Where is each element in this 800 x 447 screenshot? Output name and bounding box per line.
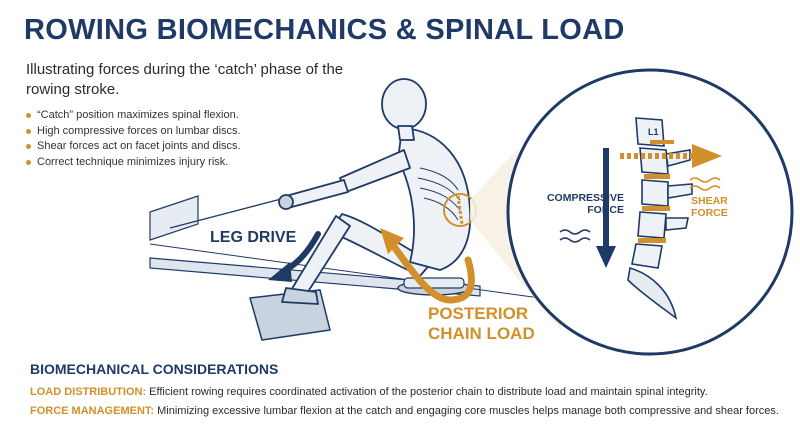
shear-arrowhead: [692, 144, 722, 168]
rib-cage: [417, 167, 461, 221]
compressive-arrowhead: [596, 246, 616, 268]
lumbar-spine-detail: [627, 117, 693, 320]
bullet-item: “Catch” position maximizes spinal flexio…: [26, 108, 241, 124]
key-points-list: “Catch” position maximizes spinal flexio…: [26, 108, 241, 170]
posterior-label-line: CHAIN LOAD: [428, 324, 535, 343]
consideration-text: Efficient rowing requires coordinated ac…: [146, 386, 708, 398]
shear-label-line: FORCE: [691, 207, 728, 219]
considerations-section: BIOMECHANICAL CONSIDERATIONS LOAD DISTRI…: [30, 361, 790, 421]
subtitle: Illustrating forces during the ‘catch’ p…: [26, 61, 344, 98]
posterior-chain-label: POSTERIOR CHAIN LOAD: [428, 304, 535, 344]
posterior-chain-arrowhead: [380, 228, 404, 254]
consideration-text: Minimizing excessive lumbar flexion at t…: [154, 405, 779, 417]
shear-wave-icon: [689, 177, 721, 191]
compressive-label-line: FORCE: [587, 204, 624, 216]
posterior-chain-arrow: [388, 240, 475, 304]
compressive-label-line: COMPRESSIVE: [546, 192, 624, 204]
consideration-item: FORCE MANAGEMENT: Minimizing excessive l…: [30, 402, 790, 421]
consideration-item: LOAD DISTRIBUTION: Efficient rowing requ…: [30, 383, 790, 402]
consideration-term: LOAD DISTRIBUTION:: [30, 386, 147, 398]
leg-drive-arrowhead: [268, 262, 292, 282]
shear-force-label: SHEAR FORCE: [691, 195, 728, 219]
considerations-heading: BIOMECHANICAL CONSIDERATIONS: [30, 361, 279, 377]
bullet-item: Correct technique minimizes injury risk.: [26, 155, 241, 171]
page-title: ROWING BIOMECHANICS & SPINAL LOAD: [24, 14, 625, 46]
bullet-item: Shear forces act on facet joints and dis…: [26, 139, 241, 155]
vertebra-label: L1: [648, 127, 659, 137]
compressive-force-label: COMPRESSIVE FORCE: [524, 192, 624, 216]
bullet-item: High compressive forces on lumbar discs.: [26, 124, 241, 140]
compressive-wave-icon: [559, 229, 591, 243]
rower-figure: [278, 78, 472, 305]
leg-drive-label: LEG DRIVE: [210, 229, 297, 246]
posterior-label-line: POSTERIOR: [428, 304, 529, 323]
shear-label-line: SHEAR: [691, 195, 728, 207]
consideration-term: FORCE MANAGEMENT:: [30, 405, 155, 417]
